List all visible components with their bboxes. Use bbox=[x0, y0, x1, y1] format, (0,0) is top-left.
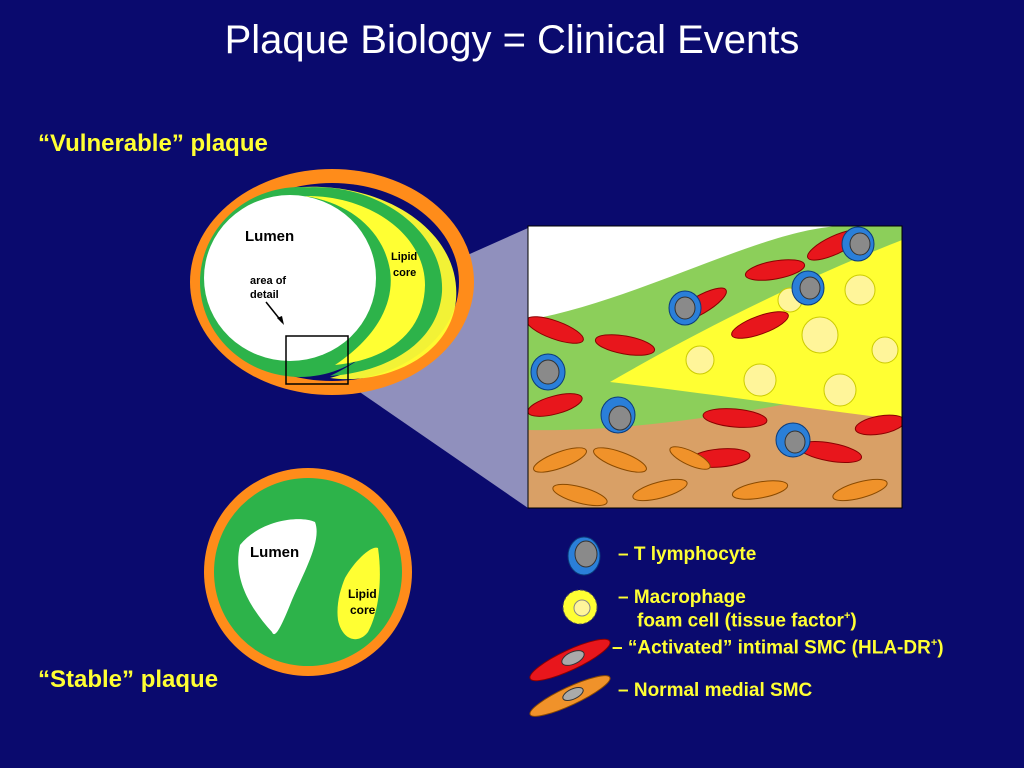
legend-activated-close: ) bbox=[937, 637, 944, 659]
legend-macrophage-detail: foam cell (tissue factor+) bbox=[637, 610, 857, 632]
legend-activated-smc: – “Activated” intimal SMC (HLA-DR+) bbox=[612, 637, 944, 659]
area-of-detail-box bbox=[285, 335, 349, 385]
macrophage-icon bbox=[562, 589, 598, 625]
legend-macrophage: – Macrophage bbox=[618, 587, 746, 608]
legend-normal-smc: – Normal medial SMC bbox=[618, 680, 813, 701]
stable-plaque-heading: “Stable” plaque bbox=[38, 666, 219, 693]
legend-activated-text: – “Activated” intimal SMC (HLA-DR bbox=[612, 637, 931, 659]
vulnerable-lipid-label-1: Lipid bbox=[391, 251, 417, 263]
stable-lipid-label-1: Lipid bbox=[348, 587, 377, 601]
vulnerable-plaque: Lumen Lipid core area of detail bbox=[190, 169, 474, 395]
detail-label-1: area of bbox=[250, 275, 286, 287]
legend-t-lymphocyte: – T lymphocyte bbox=[618, 544, 757, 565]
legend-activated-sup: + bbox=[930, 637, 938, 649]
legend-macrophage-close: ) bbox=[850, 610, 857, 632]
legend-macrophage-sup: + bbox=[843, 610, 851, 622]
vulnerable-lumen-label: Lumen bbox=[245, 228, 294, 245]
stable-lumen-label: Lumen bbox=[250, 544, 299, 561]
medial-smc-icon bbox=[529, 675, 611, 717]
detail-panel bbox=[528, 226, 902, 508]
activated-smc-icon bbox=[529, 638, 611, 682]
vulnerable-lipid-label-2: core bbox=[393, 267, 416, 279]
stable-lipid-label-2: core bbox=[350, 603, 376, 617]
detail-label-2: detail bbox=[250, 289, 279, 301]
t-lymphocyte-icon bbox=[567, 536, 601, 576]
page-title: Plaque Biology = Clinical Events bbox=[224, 18, 800, 62]
vulnerable-plaque-heading: “Vulnerable” plaque bbox=[38, 130, 268, 157]
stable-plaque: Lumen Lipid core bbox=[204, 468, 412, 676]
legend-macrophage-text: foam cell (tissue factor bbox=[637, 610, 844, 632]
